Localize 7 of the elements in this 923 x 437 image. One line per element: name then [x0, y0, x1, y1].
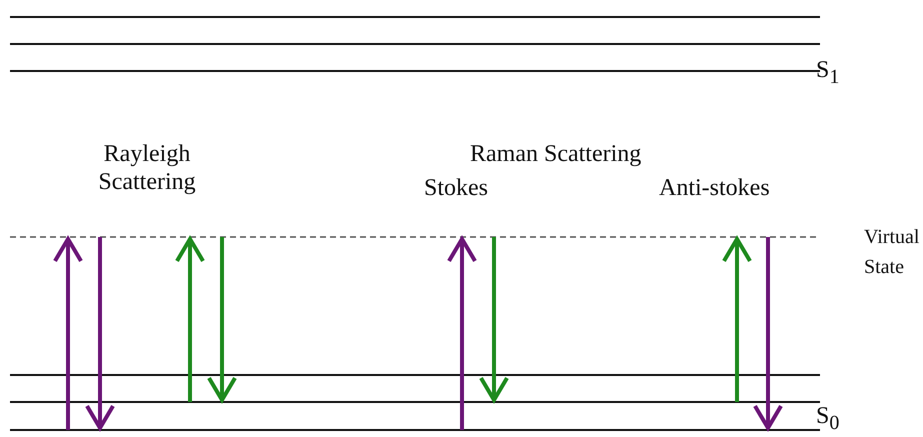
state-label: S$_{1}$ [816, 58, 840, 89]
state-label: S$_{0}$ [816, 404, 840, 435]
scattering-label: Anti-stokes [659, 174, 770, 202]
scattering-label: Stokes [424, 174, 488, 202]
scattering-label: Rayleigh Scattering [97, 140, 197, 196]
scattering-label: Raman Scattering [470, 140, 642, 168]
state-label: Virtual State [864, 225, 920, 280]
